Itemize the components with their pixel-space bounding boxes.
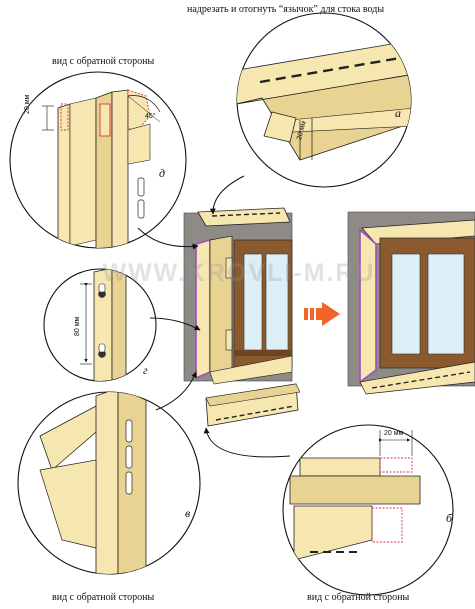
connector-arrows	[137, 175, 291, 458]
label-b: б	[446, 511, 453, 525]
detail-circle-d	[9, 71, 187, 249]
label-v: в	[185, 506, 191, 520]
caption-back-side-v: вид с обратной стороны	[52, 592, 155, 603]
detail-circle-g	[43, 268, 157, 382]
detail-circle-a	[236, 12, 412, 188]
window-after-scene	[347, 211, 475, 395]
caption-back-side-d: вид с обратной стороны	[52, 56, 155, 67]
dim-d-20: 20 мм	[24, 94, 31, 114]
dim-g-80: 80 мм	[74, 316, 81, 336]
caption-back-side-b: вид с обратной стороны	[307, 592, 410, 603]
detail-circle-v	[17, 391, 201, 575]
dim-d-angle: 45°	[145, 113, 156, 120]
detail-circle-b	[282, 424, 454, 596]
sill-trim-piece	[205, 383, 301, 427]
caption-top: надрезать и отогнуть “язычок” для стока …	[187, 4, 385, 15]
window-before-scene	[183, 207, 293, 385]
result-arrow	[304, 302, 340, 326]
dim-b-20: 20 мм	[384, 430, 404, 437]
label-a: а	[395, 106, 401, 120]
label-g: г	[143, 363, 148, 377]
label-d: д	[159, 166, 166, 180]
watermark: WWW.KROVLI-M.RU	[102, 259, 376, 287]
